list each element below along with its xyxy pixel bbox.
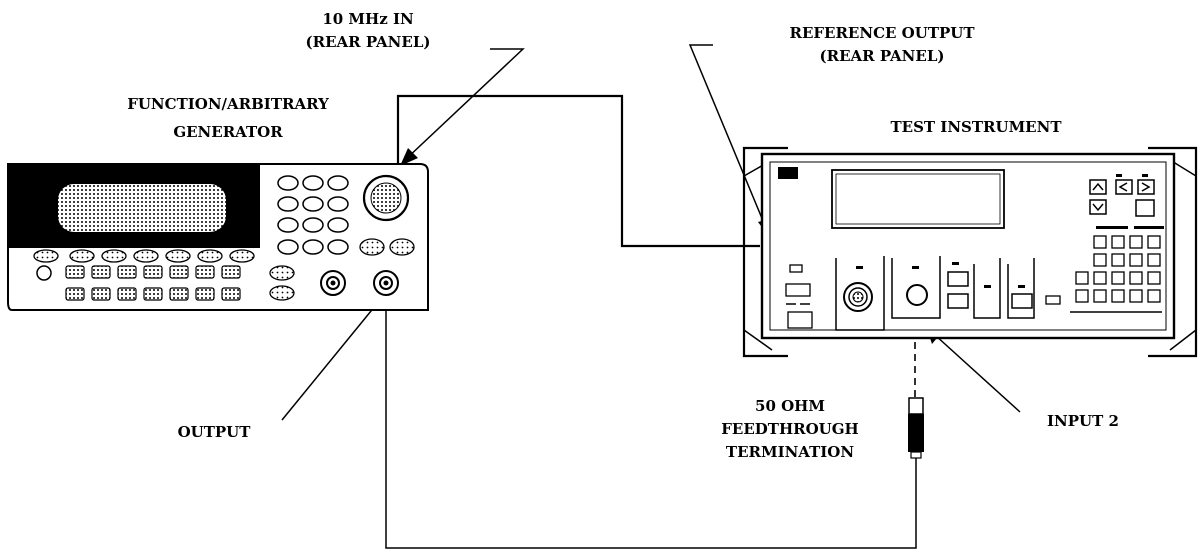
generator-label-line2: GENERATOR: [173, 123, 283, 141]
ref-in-label-line2: (REAR PANEL): [306, 33, 431, 51]
ref-out-leader: [688, 44, 767, 229]
ref-out-label-line1: REFERENCE OUTPUT: [789, 24, 975, 42]
instrument-display: [831, 169, 1005, 229]
instrument-input2-connector: [906, 284, 928, 306]
generator-softkeys: [33, 249, 255, 263]
ref-in-leader: [404, 48, 525, 161]
generator-power-button: [36, 265, 52, 281]
instrument-input-modules: [835, 256, 1035, 331]
instrument-nav-keys: [1089, 179, 1155, 217]
feedthrough-termination: [908, 397, 924, 459]
generator-arrow-keys: [269, 238, 415, 301]
test-instrument: [742, 146, 1198, 358]
input2-leader: [934, 334, 1021, 413]
output-leader: [281, 299, 381, 421]
ref-in-arrowhead: [400, 148, 418, 166]
generator-sync-bnc: [320, 270, 346, 296]
generator-knob-center: [370, 182, 402, 214]
instrument-input1-bnc: [843, 282, 873, 312]
signal-cable: [385, 298, 917, 549]
feedthrough-label-line1: 50 OHM: [755, 397, 825, 415]
input2-label: INPUT 2: [1047, 412, 1119, 430]
ref-in-label-line1: 10 MHz IN: [322, 10, 414, 28]
instrument-keypad: [1045, 235, 1161, 305]
instrument-logo: [778, 167, 798, 179]
generator-instrument: [7, 163, 429, 311]
instrument-left-controls: [785, 264, 813, 329]
generator-function-keys: [65, 265, 241, 301]
generator-label-line1: FUNCTION/ARBITRARY: [127, 95, 329, 113]
generator-display: [58, 184, 226, 232]
feedthrough-label-line2: FEEDTHROUGH: [721, 420, 858, 438]
output-label: OUTPUT: [178, 423, 252, 441]
ref-out-label-line2: (REAR PANEL): [820, 47, 945, 65]
generator-oval-keys: [277, 175, 349, 255]
feedthrough-label-line3: TERMINATION: [726, 443, 854, 461]
test-instrument-label: TEST INSTRUMENT: [891, 118, 1063, 136]
reference-cable: [396, 94, 760, 248]
generator-output-bnc: [373, 270, 399, 296]
